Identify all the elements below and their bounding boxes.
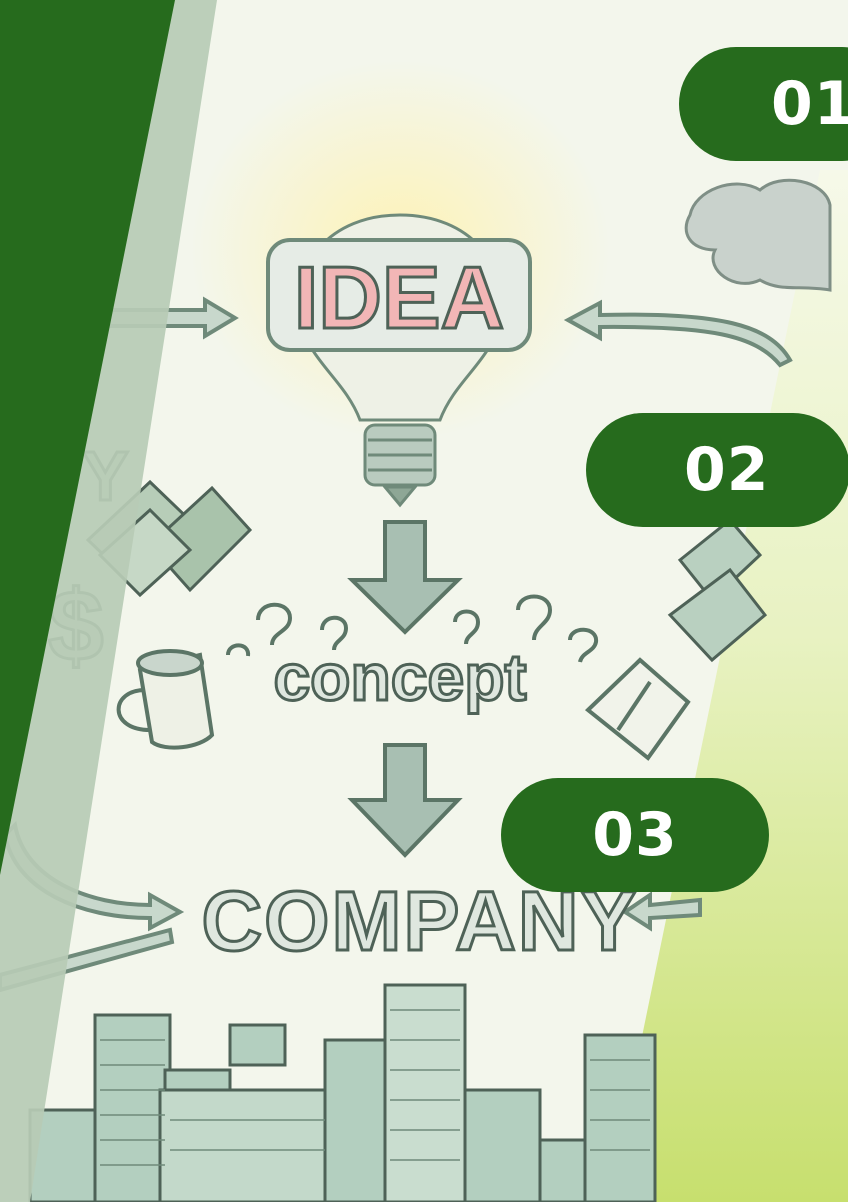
step-01-badge[interactable]: 01 bbox=[679, 47, 848, 161]
mug-icon bbox=[116, 649, 215, 750]
step-number: 01 bbox=[771, 69, 848, 139]
arrow-down-icon bbox=[347, 520, 463, 635]
notepad-icon bbox=[584, 657, 691, 761]
idea-banner: IDEA bbox=[266, 238, 532, 352]
concept-label: concept bbox=[273, 640, 526, 714]
step-number: 02 bbox=[684, 435, 770, 505]
company-label: COMPANY bbox=[201, 874, 638, 968]
cloud-icon bbox=[684, 178, 832, 292]
idea-label: IDEA bbox=[294, 248, 504, 347]
window-grid bbox=[100, 1009, 650, 1166]
step-02-badge[interactable]: 02 bbox=[586, 413, 848, 527]
diagonal-banner bbox=[0, 0, 175, 875]
question-marks-icon bbox=[226, 594, 598, 663]
arrow-down-icon bbox=[347, 743, 463, 858]
step-03-badge[interactable]: 03 bbox=[501, 778, 769, 892]
step-number: 03 bbox=[592, 800, 678, 870]
buildings-small-icon bbox=[667, 517, 768, 663]
city-skyline-icon bbox=[28, 983, 657, 1202]
